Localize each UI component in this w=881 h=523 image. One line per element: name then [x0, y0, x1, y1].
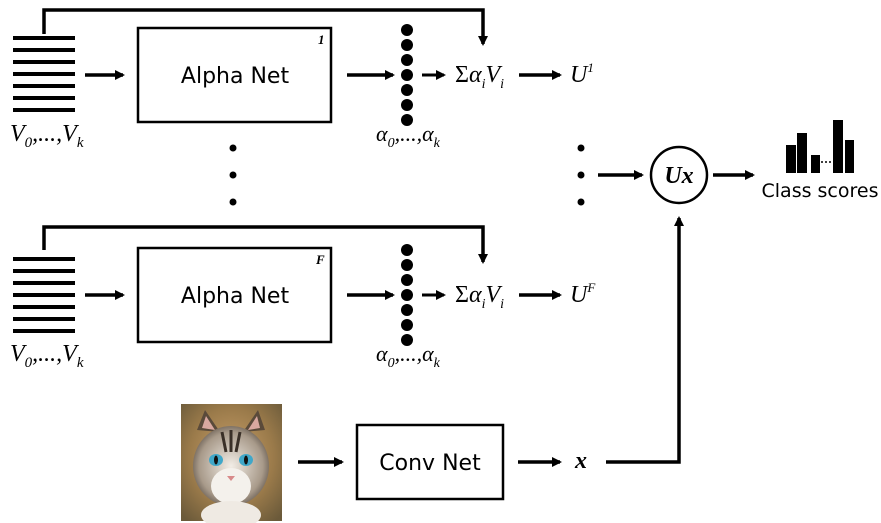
- top-alphas-label: α0,...,αk: [376, 121, 441, 151]
- cat-image: [181, 404, 282, 523]
- bottom-alpha-net-label: Alpha Net: [181, 284, 290, 309]
- top-input-stack-icon: [13, 36, 75, 112]
- bottom-input-stack-icon: [13, 257, 75, 333]
- top-alpha-net-box: [136, 26, 333, 124]
- bottom-branch: V0,...,Vk Alpha Net F α0,...,αk ΣαiVi UF: [10, 225, 596, 371]
- top-output-label: U1: [570, 60, 594, 88]
- conv-net-box: [355, 423, 505, 501]
- conv-output-label: x: [574, 448, 587, 474]
- combine-label: Ux: [664, 163, 693, 189]
- top-inputs-label: V0,...,Vk: [10, 121, 84, 151]
- top-alpha-net-index: 1: [318, 32, 325, 47]
- top-skip-connection: [42, 8, 488, 46]
- outputs-ellipsis: [577, 144, 585, 206]
- combine-node: [649, 145, 709, 205]
- bottom-inputs-label: V0,...,Vk: [10, 341, 84, 371]
- bottom-alpha-net-index: F: [315, 252, 325, 267]
- bottom-output-label: UF: [570, 280, 596, 308]
- top-sum-label: ΣαiVi: [455, 62, 504, 92]
- conv-net-label: Conv Net: [379, 451, 481, 476]
- top-alpha-dots: [401, 24, 413, 126]
- bottom-skip-connection: [42, 225, 488, 264]
- bottom-alphas-label: α0,...,αk: [376, 341, 441, 371]
- branch-ellipsis: [229, 144, 237, 206]
- bottom-alpha-dots: [401, 244, 413, 346]
- class-scores-label: Class scores: [762, 180, 879, 202]
- bottom-sum-label: ΣαiVi: [455, 282, 504, 312]
- arrow-x-to-combine: [606, 216, 684, 464]
- class-scores-bars-icon: [786, 120, 854, 173]
- bottom-alpha-net-box: [136, 246, 333, 344]
- top-alpha-net-label: Alpha Net: [181, 64, 290, 89]
- top-branch: V0,...,Vk Alpha Net 1 α0,...,αk ΣαiVi: [10, 8, 594, 151]
